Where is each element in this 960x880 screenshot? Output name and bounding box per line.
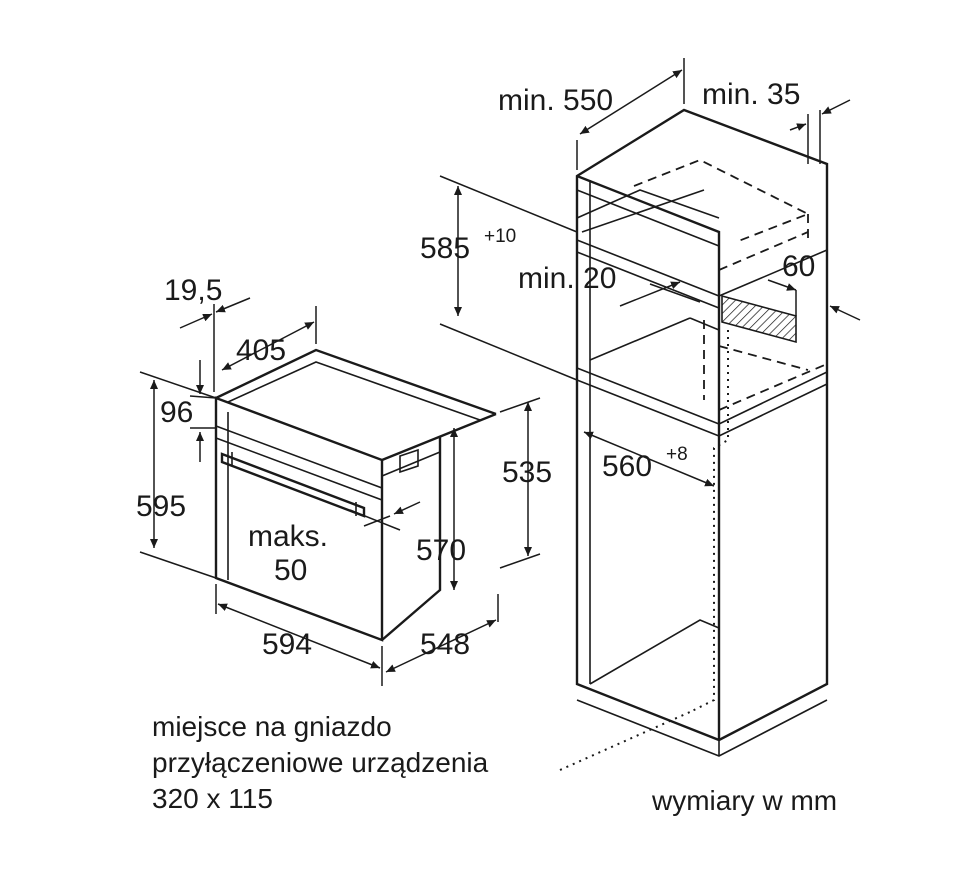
units-note: wymiary w mm	[651, 785, 837, 816]
label-min-35: min. 35	[702, 78, 800, 111]
label-60: 60	[782, 250, 815, 283]
socket-note-line3: 320 x 115	[152, 783, 273, 814]
label-548: 548	[420, 628, 470, 661]
label-535: 535	[502, 456, 552, 489]
label-594: 594	[262, 628, 312, 661]
label-min-550: min. 550	[498, 84, 613, 117]
label-585-tolerance: +10	[484, 226, 516, 247]
label-19-5: 19,5	[164, 274, 222, 307]
cabinet-drawing	[559, 108, 829, 771]
dimension-lines	[139, 58, 861, 686]
label-maks-50: 50	[274, 554, 307, 587]
vent-opening	[721, 294, 797, 344]
label-maks: maks.	[248, 520, 328, 553]
label-560-tolerance: +8	[666, 444, 688, 465]
label-570: 570	[416, 534, 466, 567]
label-96: 96	[160, 396, 193, 429]
label-405: 405	[236, 334, 286, 367]
label-585: 585	[420, 232, 470, 265]
socket-note-line1: miejsce na gniazdo	[152, 711, 392, 742]
label-min-20: min. 20	[518, 262, 616, 295]
socket-note-line2: przyłączeniowe urządzenia	[152, 747, 489, 778]
label-595: 595	[136, 490, 186, 523]
label-560: 560	[602, 450, 652, 483]
